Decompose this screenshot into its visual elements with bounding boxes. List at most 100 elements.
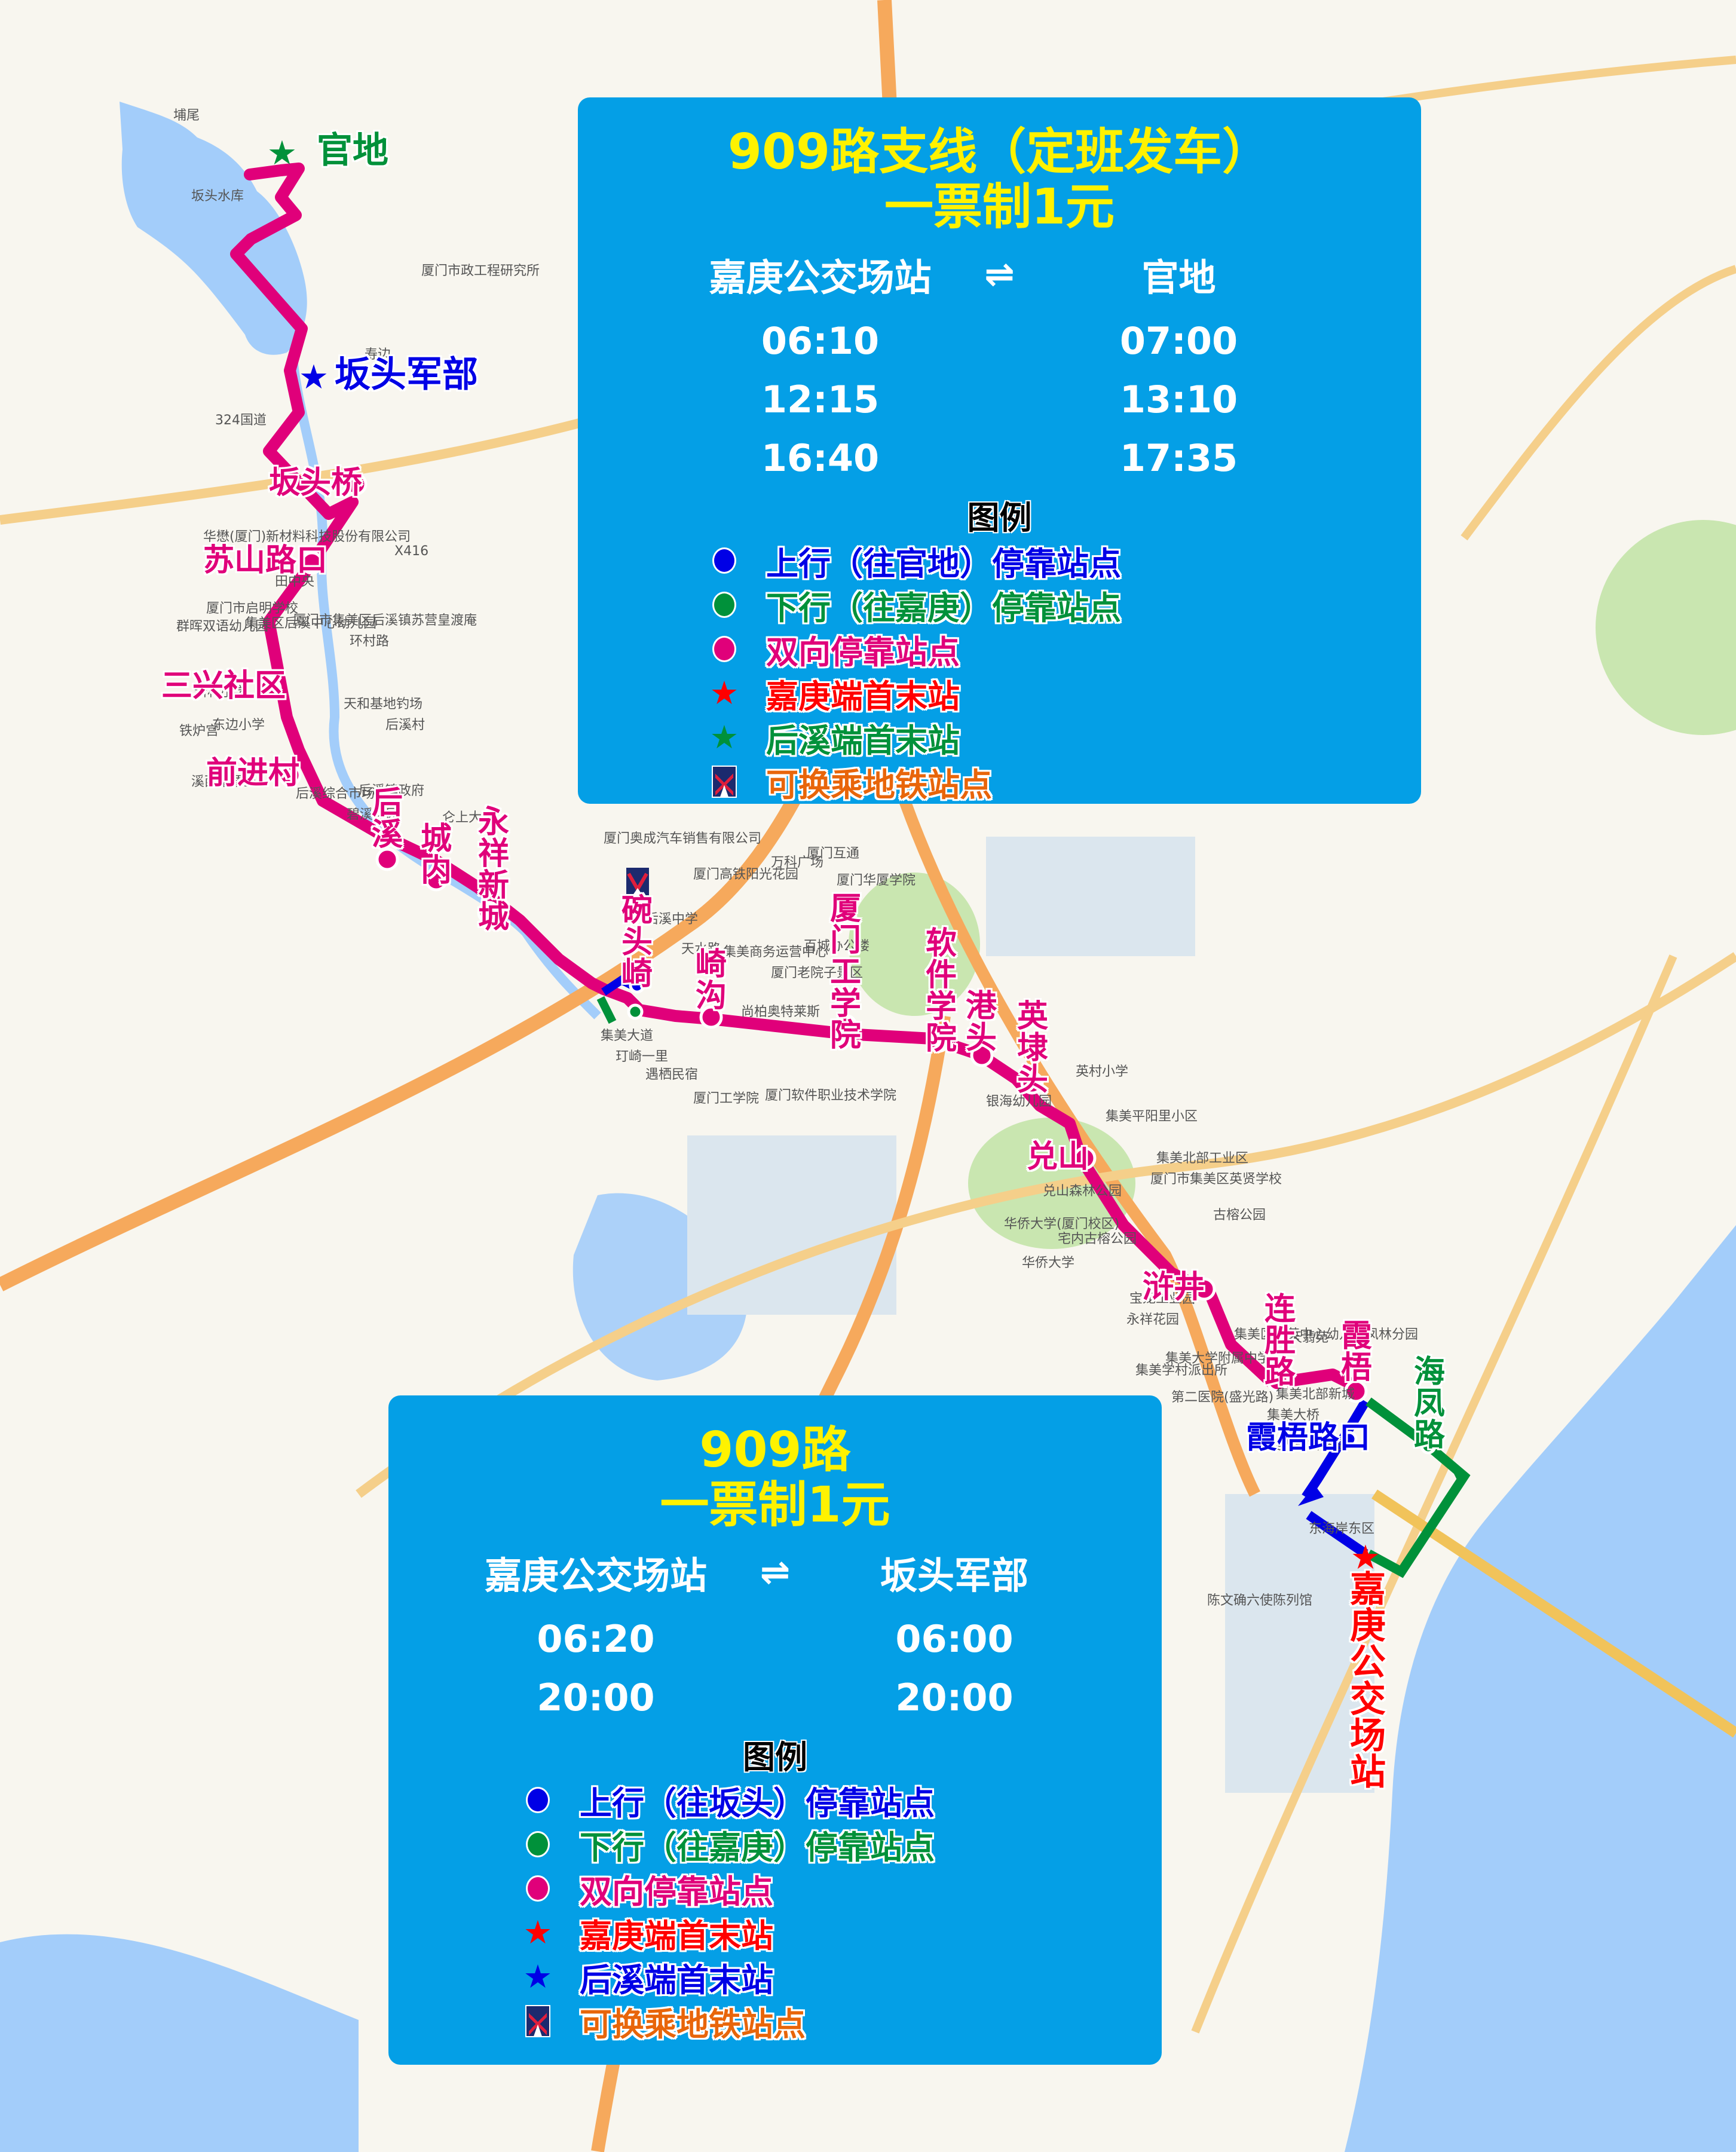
stop-label-duishan[interactable]: 兑山	[1027, 1139, 1089, 1175]
map-poi-label: 银海幼儿园	[986, 1094, 1052, 1109]
main-time-b-2: 20:00	[895, 1676, 1014, 1720]
legend-item-both: 双向停靠站点	[520, 1866, 1162, 1911]
stop-dot-qianjin-cun	[278, 763, 302, 787]
stop-dot-liansheng-lu	[1266, 1369, 1290, 1392]
stop-dot-sushan-lukou	[300, 551, 324, 575]
stop-label-yongxiang-xincheng[interactable]: 永祥新城	[477, 804, 509, 936]
legend-item-down: 下行（往嘉庚）停靠站点	[706, 583, 1421, 627]
branch-route-row: 嘉庚公交场站 ⇌ 官地	[578, 247, 1421, 301]
stop-label-sushan-lukou[interactable]: 苏山路口	[203, 543, 328, 578]
legend-item-up: 上行（往坂头）停靠站点	[520, 1778, 1162, 1822]
road-324	[0, 414, 599, 525]
map-poi-label: 宅内古榕公园	[1058, 1232, 1137, 1247]
stop-label-xiawu[interactable]: 霞梧	[1340, 1318, 1372, 1386]
branch-terminal-b: 官地	[1141, 256, 1216, 300]
green-dot-icon	[526, 1831, 550, 1858]
stop-label-wantouqi[interactable]: 碗头崎	[621, 893, 653, 993]
stop-dot-xiawu-lukou	[1341, 1431, 1358, 1447]
stop-dot-ruanjian-xueyuan	[927, 1029, 951, 1053]
map-poi-label: 溪西下梧里	[191, 775, 258, 789]
stop-label-qianjin-cun[interactable]: 前进村	[206, 755, 300, 791]
magenta-dot-icon	[712, 636, 736, 663]
magenta-dot-icon	[526, 1875, 550, 1902]
terminal-star-jiageng: ★	[1351, 1538, 1380, 1577]
stop-label-qigou[interactable]: 崎沟	[695, 947, 727, 1015]
bay-water	[1345, 1225, 1736, 2152]
stop-label-xujing[interactable]: 浒井	[1143, 1269, 1205, 1305]
map-poi-label: 集美平阳里小区	[1106, 1109, 1198, 1124]
map-poi-label: 厦门软件职业技术学院	[765, 1088, 897, 1103]
blue-star-icon: ★	[523, 1958, 553, 1996]
map-poi-label: 第二医院(盛光路)	[1171, 1390, 1274, 1405]
map-poi-label: 集美区侨英中心幼儿园凤林分园	[1234, 1327, 1419, 1342]
route-up-line-terminal	[1306, 1511, 1368, 1558]
main-legend: 上行（往坂头）停靠站点 下行（往嘉庚）停靠站点 双向停靠站点 ★嘉庚端首末站 ★…	[520, 1778, 1162, 2043]
stop-dot-xiawu	[1344, 1379, 1368, 1403]
main-timetable: 06:20 20:00 06:00 20:00	[388, 1610, 1162, 1727]
branch-legend: 上行（往官地）停靠站点 下行（往嘉庚）停靠站点 双向停靠站点 ★嘉庚端首末站 ★…	[706, 538, 1421, 804]
main-fare: 一票制1元	[660, 1477, 890, 1534]
stop-label-houxi[interactable]: 后溪	[371, 785, 403, 853]
branch-time-a-2: 12:15	[761, 378, 880, 422]
branch-times-b: 07:00 13:10 17:35	[1042, 312, 1316, 488]
stop-label-ruanjian-xueyuan[interactable]: 软件学院	[925, 926, 957, 1057]
stop-label-haifeng-lu[interactable]: 海凤路	[1413, 1354, 1445, 1454]
map-poi-label: 新村小学	[194, 685, 247, 700]
stop-dot-yingdaitou	[1020, 1071, 1044, 1095]
map-poi-label: 后溪村	[385, 718, 425, 733]
route-stops	[258, 472, 1437, 1455]
stop-label-jiageng-terminal[interactable]: 嘉庚公交场站	[1350, 1569, 1386, 1793]
map-poi-label: 玎崎一里	[616, 1049, 669, 1064]
stop-label-xiamen-gongxueyuan[interactable]: 厦门工学院	[829, 891, 861, 1054]
reservoir-water	[120, 102, 307, 355]
map-poi-label: 集美大学附属中学	[1165, 1351, 1271, 1366]
stop-label-sanxing-shequ[interactable]: 三兴社区	[161, 668, 286, 704]
terminal-star-bantou-junbu: ★	[299, 358, 329, 397]
map-poi-label: 厦门市集美区后溪镇苏营皇渡庵	[293, 613, 477, 628]
map-poi-label: 华侨大学	[1022, 1256, 1075, 1271]
route-shared-line	[230, 163, 1363, 1392]
stop-dot-qigou	[699, 1005, 723, 1029]
map-poi-label: 航天翡苑	[1276, 1330, 1329, 1345]
stop-label-yingdaitou[interactable]: 英埭头	[1017, 999, 1048, 1098]
legend-item-jiageng-terminal: ★嘉庚端首末站	[709, 674, 960, 715]
map-poi-label: 华侨大学(厦门校区)	[1004, 1217, 1120, 1232]
stop-label-xiawu-lukou[interactable]: 霞梧路口	[1246, 1420, 1371, 1456]
map-poi-label: 集美北部新城	[1276, 1387, 1355, 1402]
map-poi-label: 天水路	[681, 942, 721, 957]
main-time-b-1: 06:00	[895, 1617, 1014, 1661]
main-route-row: 嘉庚公交场站 ⇌ 坂头军部	[388, 1545, 1162, 1599]
map-poi-label: 东边小学	[212, 718, 265, 733]
stop-label-bantou-qiao[interactable]: 坂头桥	[269, 465, 363, 501]
legend-item-houxi-terminal: ★后溪端首末站	[523, 1958, 773, 1999]
branch-time-a-1: 06:10	[761, 319, 880, 363]
map-poi-label: 陈文确六使陈列馆	[1207, 1593, 1313, 1608]
branch-time-b-2: 13:10	[1119, 378, 1238, 422]
road-right	[1461, 265, 1736, 541]
map-poi-label: 百城办公楼	[804, 939, 870, 954]
road-s206	[1191, 954, 1677, 2034]
stop-dot-haifeng-lu	[1420, 1438, 1437, 1455]
stop-label-bantou-junbu[interactable]: 坂头军部	[335, 354, 478, 396]
stop-label-gangtou[interactable]: 港头	[965, 988, 997, 1057]
map-poi-label: 宝龙工业园	[1129, 1291, 1196, 1306]
branch-terminal-a: 嘉庚公交场站	[709, 256, 932, 300]
map-poi-label: 集美北部工业区	[1156, 1151, 1249, 1166]
terminal-star-guandi: ★	[267, 134, 297, 173]
main-terminal-a: 嘉庚公交场站	[484, 1554, 707, 1598]
stop-label-liansheng-lu[interactable]: 连胜路	[1264, 1291, 1296, 1391]
map-poi-label: 厦门市集美区英贤学校	[1150, 1172, 1282, 1187]
stop-label-guandi[interactable]: 官地	[317, 130, 388, 172]
metro-icon	[525, 2005, 550, 2038]
map-poi-label: X416	[394, 544, 429, 559]
map-poi-label: 古榕公园	[1213, 1208, 1266, 1223]
red-star-icon: ★	[709, 674, 739, 712]
map-poi-label: 厦门奥成汽车销售有限公司	[604, 831, 762, 846]
stop-dot-duishan	[1073, 1146, 1097, 1170]
stop-label-chengnei[interactable]: 城内	[420, 821, 452, 889]
map-poi-label: 厦门互通	[807, 846, 860, 861]
stop-dot-houxi	[375, 847, 399, 871]
road-jimei-avenue	[356, 952, 1736, 1498]
map-poi-label: 厦门市启明学校	[206, 601, 299, 616]
branch-legend-title: 图例	[967, 499, 1032, 537]
